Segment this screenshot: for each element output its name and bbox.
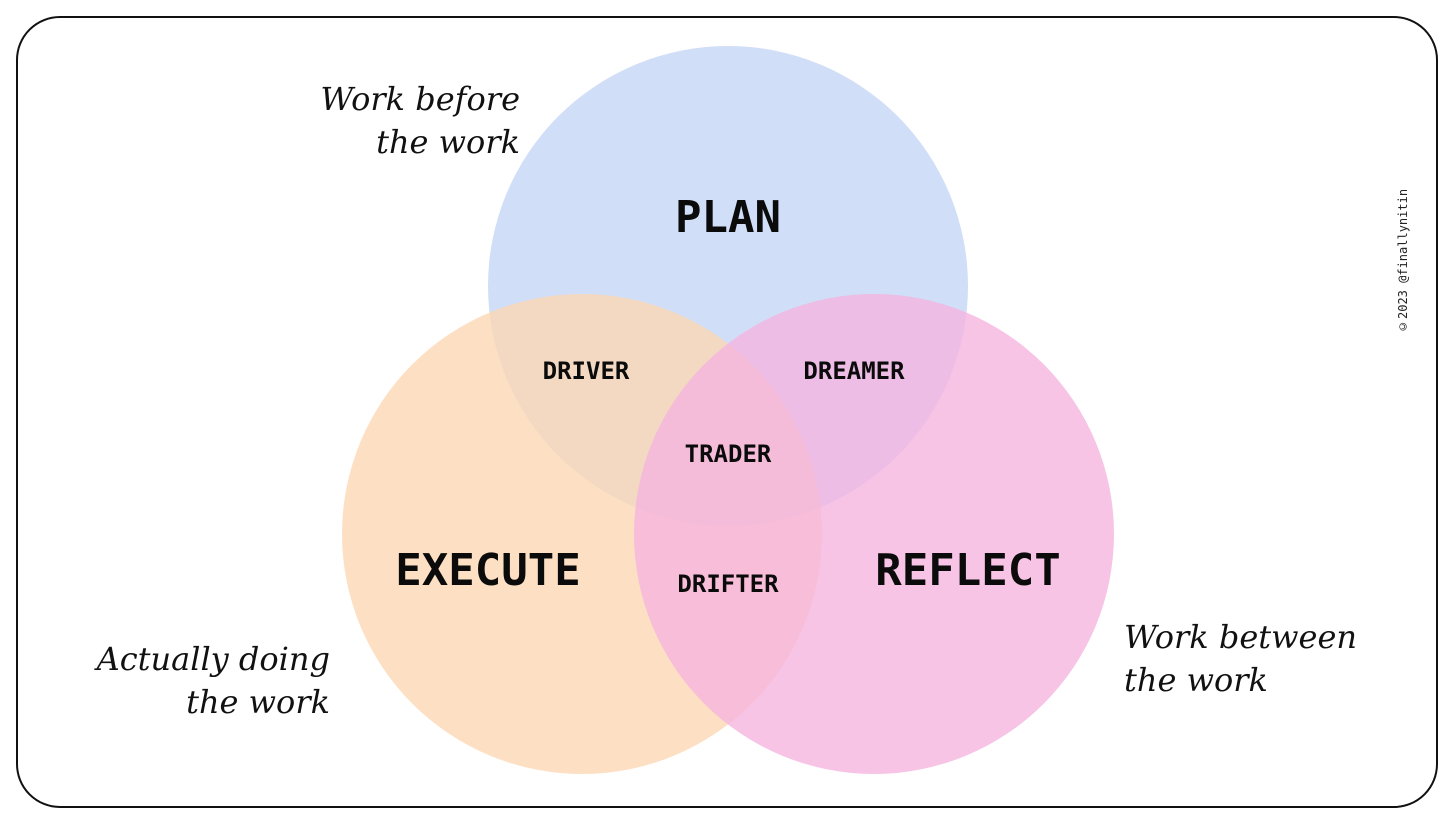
label-execute: EXECUTE xyxy=(395,545,580,596)
circle-reflect xyxy=(634,294,1114,774)
label-trader: TRADER xyxy=(685,440,772,468)
label-reflect: REFLECT xyxy=(875,545,1060,596)
note-plan: Work before the work xyxy=(320,80,520,161)
copyright-credit: ©2023 @finallynitin xyxy=(1396,188,1410,334)
label-driver: DRIVER xyxy=(543,357,630,385)
note-reflect: Work between the work xyxy=(1124,618,1357,699)
label-plan: PLAN xyxy=(675,192,781,243)
note-execute: Actually doing the work xyxy=(96,640,330,721)
label-dreamer: DREAMER xyxy=(803,357,905,385)
label-drifter: DRIFTER xyxy=(677,570,779,598)
